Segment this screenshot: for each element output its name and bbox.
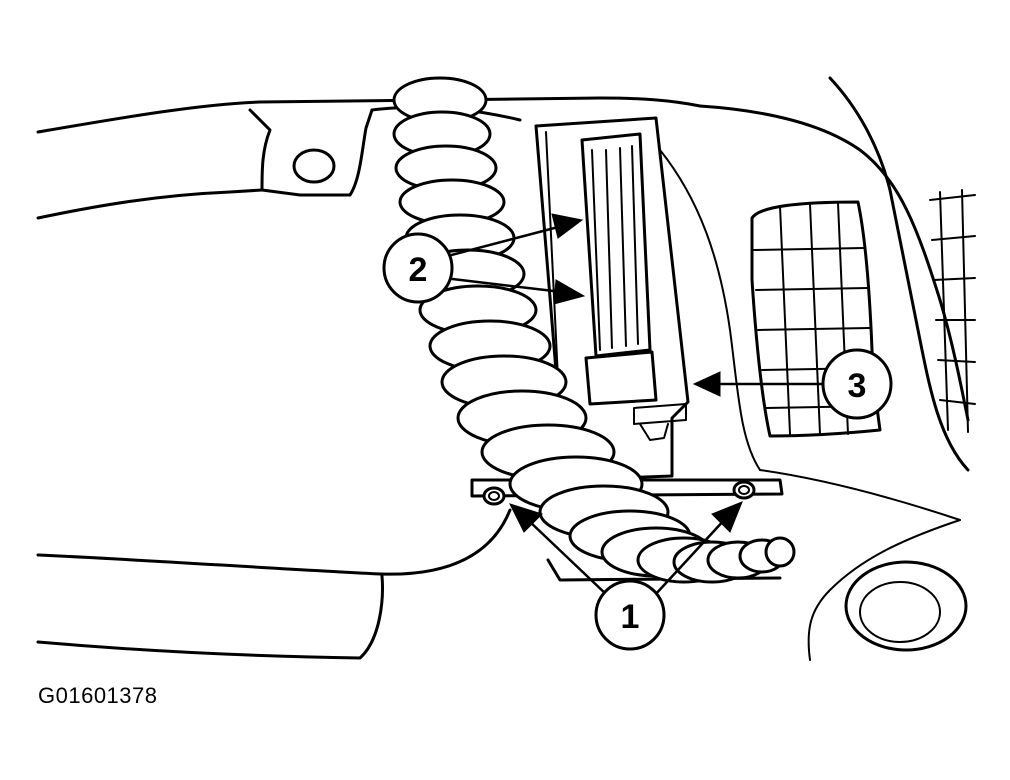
right-housing <box>659 76 970 661</box>
figure-code: G01601378 <box>38 683 158 708</box>
callout-label-2: 2 <box>409 251 428 289</box>
lower-body-panel <box>36 508 512 660</box>
bolt-right <box>732 480 756 500</box>
callout-label-3: 3 <box>848 367 867 405</box>
mounting-hole <box>292 148 336 184</box>
callout-3: 3 <box>692 348 893 420</box>
wiring-harness <box>392 76 796 584</box>
round-fitting <box>844 560 968 652</box>
callout-1: 1 <box>509 501 743 651</box>
callout-label-1: 1 <box>621 598 640 636</box>
bolt-left <box>482 486 506 506</box>
callout-2: 2 <box>382 213 586 305</box>
upper-body-panel <box>36 96 702 220</box>
